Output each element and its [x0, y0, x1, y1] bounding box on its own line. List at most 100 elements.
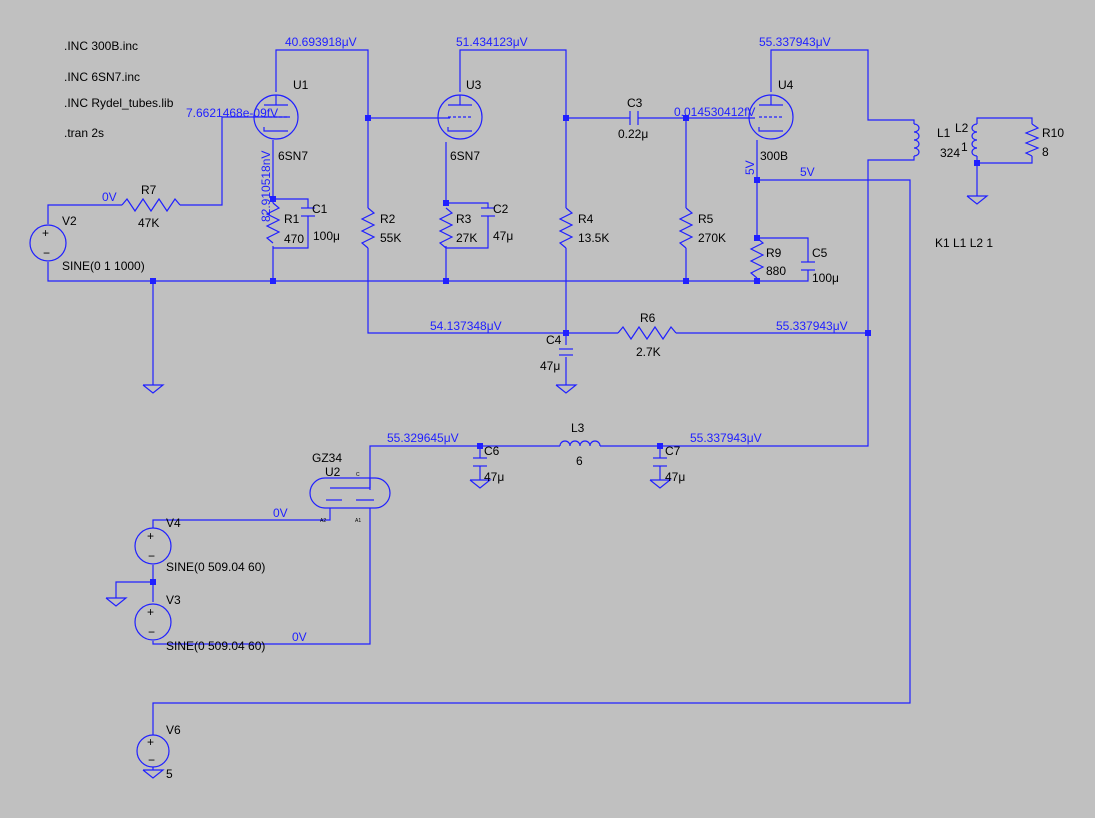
resistor-r9[interactable]: R9 880 — [749, 237, 786, 279]
net-label-u4-grid[interactable]: 0.014530412fV — [674, 105, 755, 119]
ground-icon — [966, 195, 989, 205]
inductor-l1[interactable]: L1 324 — [913, 123, 960, 160]
capacitor-c3[interactable]: C3 0.22μ — [618, 96, 648, 141]
resistor-r6[interactable]: R6 2.7K — [617, 311, 677, 359]
u3-ref: U3 — [466, 78, 482, 92]
wire-filament[interactable] — [152, 179, 911, 735]
resistor-r1[interactable]: R1 470 — [265, 202, 304, 246]
wire-c5-top[interactable] — [757, 237, 809, 262]
spice-directives: .INC 300B.inc .INC 6SN7.inc .INC Rydel_t… — [64, 39, 993, 250]
junction — [443, 278, 449, 284]
directive-inc-300b[interactable]: .INC 300B.inc — [64, 39, 138, 53]
tube-u1[interactable]: U1 6SN7 — [253, 78, 309, 163]
voltage-source-v2[interactable]: + − V2 SINE(0 1 1000) — [29, 214, 145, 273]
net-label-v3-out[interactable]: 0V — [292, 630, 307, 644]
capacitor-c1[interactable]: C1 100μ — [301, 202, 340, 243]
wire-v2-r7[interactable] — [47, 204, 122, 224]
junction — [563, 115, 569, 121]
wire-c2-top[interactable] — [446, 202, 489, 208]
wire-v3-a1[interactable] — [152, 508, 371, 645]
ground-icon — [105, 597, 128, 607]
capacitor-c6[interactable]: C6 47μ — [473, 444, 504, 484]
capacitor-c4[interactable]: C4 47μ — [540, 333, 573, 373]
net-label-u1-plate[interactable]: 40.693918μV — [285, 35, 357, 49]
r4-ref: R4 — [578, 212, 594, 226]
net-label-filament-b[interactable]: 5V — [800, 165, 815, 179]
net-label-filter-out[interactable]: 55.337943μV — [690, 431, 762, 445]
c7-value: 47μ — [665, 470, 685, 484]
junctions — [150, 115, 980, 585]
resistor-r2[interactable]: R2 55K — [360, 207, 401, 249]
v2-value: SINE(0 1 1000) — [62, 259, 145, 273]
r7-ref: R7 — [141, 183, 157, 197]
net-label-u4-plate[interactable]: 55.337943μV — [759, 35, 831, 49]
voltage-source-v6[interactable]: + − V6 5 — [136, 723, 181, 781]
inductor-l3[interactable]: L3 6 — [559, 421, 601, 468]
voltage-source-v4[interactable]: + − V4 SINE(0 509.04 60) — [134, 516, 265, 574]
wire-c1-bottom[interactable] — [273, 216, 309, 249]
wire-u1-plate[interactable] — [275, 49, 369, 208]
wire-ground-rail[interactable] — [47, 262, 809, 282]
capacitor-c2[interactable]: C2 47μ — [481, 202, 513, 243]
wire-r2-bus[interactable] — [367, 248, 618, 334]
inductor-l2[interactable]: L2 1 — [955, 121, 978, 157]
wire-c2-bottom[interactable] — [446, 216, 489, 249]
wire-l2-top[interactable] — [976, 117, 1033, 124]
tube-u3[interactable]: U3 6SN7 — [437, 78, 483, 163]
directive-inc-6sn7[interactable]: .INC 6SN7.inc — [64, 70, 140, 84]
capacitor-c7[interactable]: C7 47μ — [653, 444, 685, 484]
directive-inc-rydel[interactable]: .INC Rydel_tubes.lib — [64, 96, 174, 110]
net-label-rect-out[interactable]: 55.329645μV — [387, 431, 459, 445]
c3-value: 0.22μ — [618, 127, 648, 141]
r10-value: 8 — [1042, 145, 1049, 159]
directive-coupling[interactable]: K1 L1 L2 1 — [935, 236, 993, 250]
net-label-u1-grid[interactable]: 7.6621468e-09fV — [186, 106, 278, 120]
r1-ref: R1 — [284, 212, 300, 226]
net-label-filament-a[interactable]: 5V — [743, 160, 757, 175]
wire-u3-plate[interactable] — [459, 49, 567, 208]
net-label-bplus-1[interactable]: 54.137348μV — [430, 319, 502, 333]
ground-icon — [142, 384, 165, 394]
resistor-r4[interactable]: R4 13.5K — [558, 207, 609, 249]
resistor-r5[interactable]: R5 270K — [678, 207, 726, 249]
wire-l2-bottom[interactable] — [977, 156, 1033, 164]
u4-ref: U4 — [778, 78, 794, 92]
resistor-r10[interactable]: R10 8 — [1024, 123, 1064, 159]
tube-u2-rectifier[interactable]: GZ34 U2 C A2 A1 — [309, 451, 391, 524]
directive-tran[interactable]: .tran 2s — [64, 126, 104, 140]
voltage-source-v3[interactable]: + − V3 SINE(0 509.04 60) — [134, 593, 265, 653]
r7-value: 47K — [138, 216, 159, 230]
net-label-v4-out[interactable]: 0V — [273, 506, 288, 520]
junction — [150, 579, 156, 585]
net-label-u3-plate[interactable]: 51.434123μV — [456, 35, 528, 49]
r2-ref: R2 — [380, 212, 396, 226]
c4-value: 47μ — [540, 359, 560, 373]
wire-c1-top[interactable] — [273, 198, 309, 208]
resistor-r7[interactable]: R7 47K — [121, 183, 181, 230]
wire-l1-bplus[interactable] — [660, 156, 915, 447]
plus-icon: + — [147, 735, 154, 749]
wire-rect-out[interactable] — [369, 445, 560, 490]
l2-value: 1 — [961, 140, 968, 154]
capacitor-c5[interactable]: C5 100μ — [801, 246, 839, 285]
ground-icon — [142, 769, 165, 779]
c4-ref: C4 — [546, 333, 562, 347]
u1-ref: U1 — [293, 78, 309, 92]
net-label-bplus-2[interactable]: 55.337943μV — [776, 319, 848, 333]
r5-ref: R5 — [698, 212, 714, 226]
wire-ct-ground[interactable] — [115, 581, 153, 598]
net-label-v2-out[interactable]: 0V — [102, 190, 117, 204]
net-label-u1-cathode[interactable]: 82.910518nV — [259, 151, 273, 222]
resistor-r3[interactable]: R3 27K — [438, 207, 477, 249]
wire-v4-a2[interactable] — [152, 508, 331, 528]
wires — [47, 49, 1033, 770]
minus-icon: − — [148, 753, 155, 767]
wire-u4-plate[interactable] — [770, 49, 915, 124]
u2-model: GZ34 — [312, 451, 342, 465]
wire-r7-u1-grid[interactable] — [180, 116, 290, 206]
grounds — [105, 195, 989, 779]
l1-value: 324 — [940, 146, 960, 160]
junction — [270, 278, 276, 284]
tube-u4[interactable]: U4 300B — [748, 78, 794, 163]
